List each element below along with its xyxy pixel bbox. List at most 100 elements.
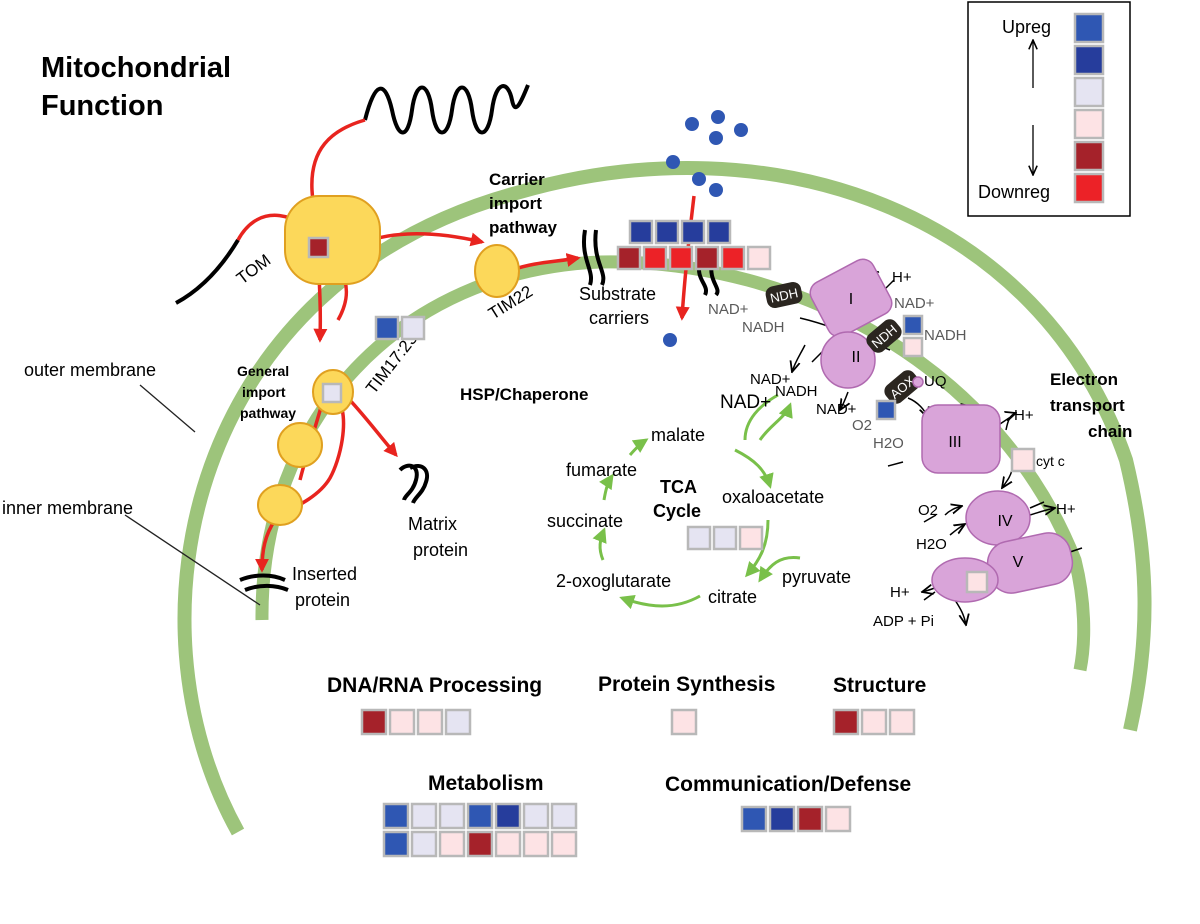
heatmap-comm: [740, 805, 852, 833]
heatmap-general: [321, 382, 343, 404]
heat-cell-metabolism-1-1: [410, 830, 438, 858]
title-line-2: Function: [41, 90, 163, 122]
general-import-line-1: General: [237, 363, 289, 379]
heatmap-layer: [307, 219, 1036, 858]
tca-oxaloacetate: oxaloacetate: [722, 487, 824, 507]
matrix-protein-line-2: protein: [413, 540, 468, 560]
complex-ii-label: II: [852, 349, 861, 366]
heat-cell-protein-0-0: [670, 708, 698, 736]
tim17-23-lower: [257, 484, 303, 526]
etc-title-line-3: chain: [1088, 422, 1132, 441]
legend-downreg: Downreg: [978, 182, 1050, 202]
complex-iv-hplus: H+: [1056, 501, 1076, 518]
category-metabolism: Metabolism: [428, 772, 544, 795]
heat-cell-ndh-0-0: [902, 314, 924, 336]
aox-badge: [884, 370, 920, 404]
heat-cell-ndh-1-0: [902, 336, 924, 358]
legend-swatch-up_strong: [1073, 12, 1105, 44]
heat-cell-structure-0-2: [888, 708, 916, 736]
outer-membrane-arc: [177, 161, 1152, 836]
precursor-tail: [175, 238, 240, 305]
tca-succinate: succinate: [547, 511, 623, 531]
heat-cell-carrier-0-2: [680, 219, 706, 245]
heat-cell-metabolism-1-4: [494, 830, 522, 858]
heat-cell-general-0-0: [321, 382, 343, 404]
heat-cell-carrier-0-1: [654, 219, 680, 245]
heatmap-tom: [307, 236, 330, 259]
ndh-internal-badge: [866, 319, 902, 353]
heat-cell-comm-0-1: [768, 805, 796, 833]
complex-iii: [921, 404, 1001, 474]
heat-cell-carrier-0-0: [628, 219, 654, 245]
heat-cell-aox-0-0: [875, 399, 897, 421]
complex-ii-nad-plus: NAD+: [816, 401, 857, 418]
heat-cell-metabolism-0-3: [466, 802, 494, 830]
legend-swatch-down_light: [1073, 108, 1105, 140]
title-line-1: Mitochondrial: [41, 52, 231, 84]
heatmap-structure: [832, 708, 916, 736]
heat-cell-cytc-0-0: [1010, 447, 1036, 473]
heat-cell-dna-0-3: [444, 708, 472, 736]
legend-swatch-down_strong: [1073, 172, 1105, 204]
heat-cell-structure-0-0: [832, 708, 860, 736]
legend-swatch-up_light: [1073, 76, 1105, 108]
ndh-external-label: NDH: [769, 285, 800, 306]
heat-cell-metabolism-1-0: [382, 830, 410, 858]
complex-iv-h2o: H2O: [916, 536, 947, 553]
matrix-protein-line-1: Matrix: [408, 514, 457, 534]
legend-swatches: [1073, 12, 1105, 204]
heatmap-protein: [670, 708, 698, 736]
inner-membrane-label: inner membrane: [2, 498, 133, 518]
matrix-protein-shape: [398, 463, 429, 504]
category-dna-rna: DNA/RNA Processing: [327, 674, 542, 697]
ubiquinone-label: UQ: [924, 373, 947, 390]
substrate-carriers-line-2: carriers: [589, 308, 649, 328]
heat-cell-tim1723-0-1: [400, 315, 426, 341]
heatmap-aox: [875, 399, 897, 421]
import-path-matrix: [343, 393, 398, 458]
complex-v-adp: ADP + Pi: [873, 613, 934, 630]
tim22-complex: [474, 244, 520, 298]
heat-cell-metabolism-0-2: [438, 802, 466, 830]
complex-iv-o2: O2: [918, 502, 938, 519]
inserted-protein-line-2: protein: [295, 590, 350, 610]
complex-i-nad-plus: NAD+: [750, 371, 791, 388]
outer-membrane-label: outer membrane: [24, 360, 156, 380]
ubiquinone-dot: [912, 376, 924, 388]
carrier-pathway-line-1: Carrier: [489, 170, 545, 189]
heat-cell-carrier-1-0: [616, 245, 642, 271]
heat-cell-tca-0-2: [738, 525, 764, 551]
tca-2-oxoglutarate: 2-oxoglutarate: [556, 571, 671, 591]
heat-cell-metabolism-1-6: [550, 830, 578, 858]
tca-cycle-arrows: [592, 393, 801, 610]
heat-cell-dna-0-2: [416, 708, 444, 736]
tca-malate: malate: [651, 425, 705, 445]
hsp-chaperone-label: HSP/Chaperone: [460, 385, 588, 404]
carrier-pathway-line-2: import: [489, 194, 542, 213]
aox-h2o: H2O: [873, 435, 904, 452]
heatmap-metabolism: [382, 802, 578, 858]
ndh-ext-nad-plus: NAD+: [708, 301, 749, 318]
legend-swatch-down_dark: [1073, 140, 1105, 172]
inserted-protein-shape: [239, 573, 289, 592]
heat-cell-complex_v-0-0: [965, 570, 989, 594]
substrate-carrier-loops: [582, 229, 720, 297]
import-path-main: [310, 118, 366, 343]
inserted-protein-line-1: Inserted: [292, 564, 357, 584]
heat-cell-metabolism-0-6: [550, 802, 578, 830]
heat-cell-carrier-1-2: [668, 245, 694, 271]
heatmap-carrier: [616, 219, 772, 271]
substrate-molecules: [663, 110, 748, 347]
heat-cell-metabolism-1-2: [438, 830, 466, 858]
inner-membrane-leader: [124, 514, 261, 606]
heatmap-cytc: [1010, 447, 1036, 473]
tim17-23-upper: [277, 422, 323, 468]
carrier-pathway-line-3: pathway: [489, 218, 558, 237]
complex-i: [809, 258, 893, 338]
heat-cell-dna-0-1: [388, 708, 416, 736]
category-structure: Structure: [833, 674, 926, 697]
tca-nad-plus: NAD+: [720, 392, 771, 413]
general-import-line-3: pathway: [240, 405, 296, 421]
complex-iii-hplus: H+: [1014, 407, 1034, 424]
